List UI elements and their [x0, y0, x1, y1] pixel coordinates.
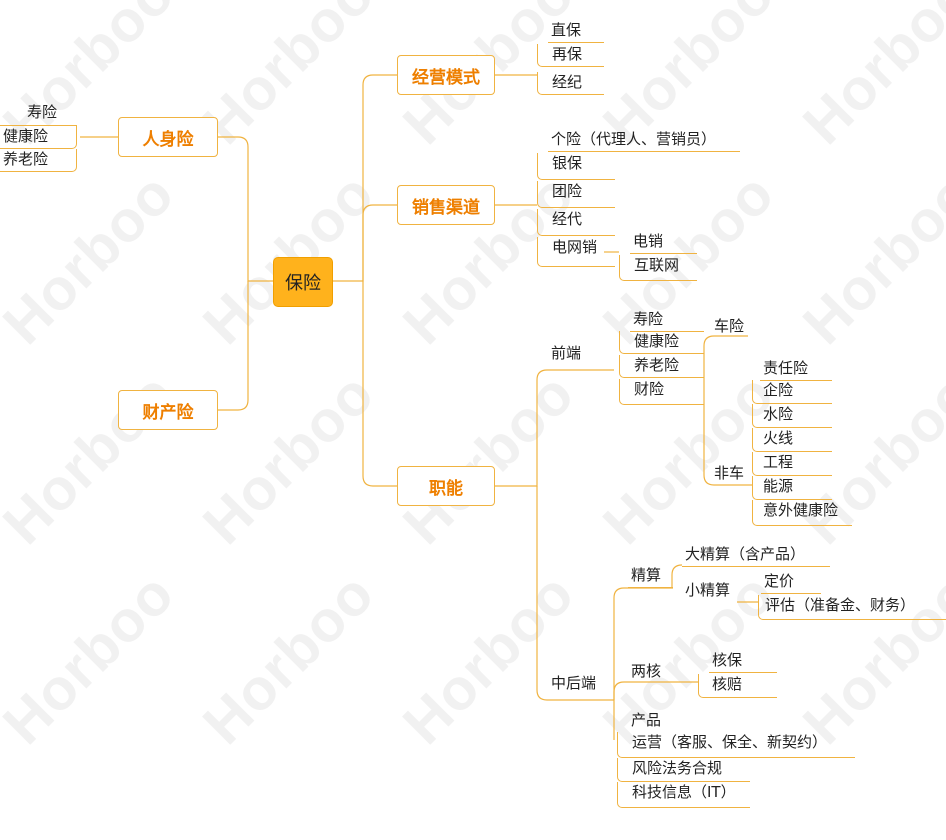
actuary-small-label[interactable]: 小精算 — [685, 581, 731, 599]
actuary-small-pricing[interactable]: 定价 — [761, 571, 821, 594]
actuary-small-valuation[interactable]: 评估（准备金、财务） — [758, 595, 946, 620]
twocore-label[interactable]: 两核 — [631, 662, 662, 680]
noncar-item-energy[interactable]: 能源 — [752, 476, 832, 500]
front-noncar-label[interactable]: 非车 — [714, 464, 745, 482]
channel-item-intermediary[interactable]: 经代 — [537, 209, 615, 236]
life-item-pension[interactable]: 养老险 — [0, 149, 77, 172]
front-item-health[interactable]: 健康险 — [619, 331, 704, 354]
channel-item-online-offline[interactable]: 电网销 — [537, 237, 615, 267]
model-item-reinsurance[interactable]: 再保 — [537, 44, 604, 67]
front-label[interactable]: 前端 — [551, 344, 582, 362]
noncar-item-enterprise[interactable]: 企险 — [752, 380, 832, 404]
front-item-life[interactable]: 寿险 — [630, 309, 704, 332]
topic-business-model[interactable]: 经营模式 — [397, 55, 495, 95]
twocore-underwriting[interactable]: 核保 — [709, 650, 777, 673]
root-node[interactable]: 保险 — [273, 257, 333, 307]
topic-property-insurance[interactable]: 财产险 — [118, 390, 218, 430]
life-item-term[interactable]: 寿险 — [27, 103, 58, 121]
topic-sales-channel[interactable]: 销售渠道 — [397, 185, 495, 225]
back-label[interactable]: 中后端 — [551, 674, 597, 692]
front-item-property[interactable]: 财险 — [619, 379, 704, 405]
model-item-broker[interactable]: 经纪 — [537, 72, 604, 95]
back-item-risk-legal[interactable]: 风险法务合规 — [617, 758, 750, 782]
actuary-big[interactable]: 大精算（含产品） — [682, 544, 830, 567]
noncar-item-engineering[interactable]: 工程 — [752, 452, 832, 476]
back-item-operations[interactable]: 运营（客服、保全、新契约） — [617, 732, 855, 758]
channel-item-group[interactable]: 团险 — [537, 181, 615, 208]
twocore-claims[interactable]: 核赔 — [698, 674, 777, 698]
channel-item-bank[interactable]: 银保 — [537, 153, 615, 180]
model-item-direct[interactable]: 直保 — [548, 20, 604, 43]
noncar-item-liability[interactable]: 责任险 — [760, 358, 832, 381]
noncar-item-marine[interactable]: 水险 — [752, 404, 832, 428]
noncar-item-accident-health[interactable]: 意外健康险 — [752, 500, 852, 526]
back-item-tech[interactable]: 科技信息（IT） — [617, 782, 750, 808]
front-car-insurance[interactable]: 车险 — [714, 317, 745, 335]
life-item-health[interactable]: 健康险 — [0, 125, 77, 149]
online-item-internet[interactable]: 互联网 — [619, 255, 697, 281]
noncar-item-fire[interactable]: 火线 — [752, 428, 832, 452]
topic-function[interactable]: 职能 — [397, 466, 495, 506]
channel-item-agent[interactable]: 个险（代理人、营销员） — [548, 129, 740, 152]
online-item-telesales[interactable]: 电销 — [630, 231, 697, 254]
front-item-pension[interactable]: 养老险 — [619, 355, 704, 378]
back-item-product[interactable]: 产品 — [631, 711, 662, 729]
topic-life-insurance[interactable]: 人身险 — [118, 117, 218, 157]
actuary-label[interactable]: 精算 — [628, 565, 673, 588]
